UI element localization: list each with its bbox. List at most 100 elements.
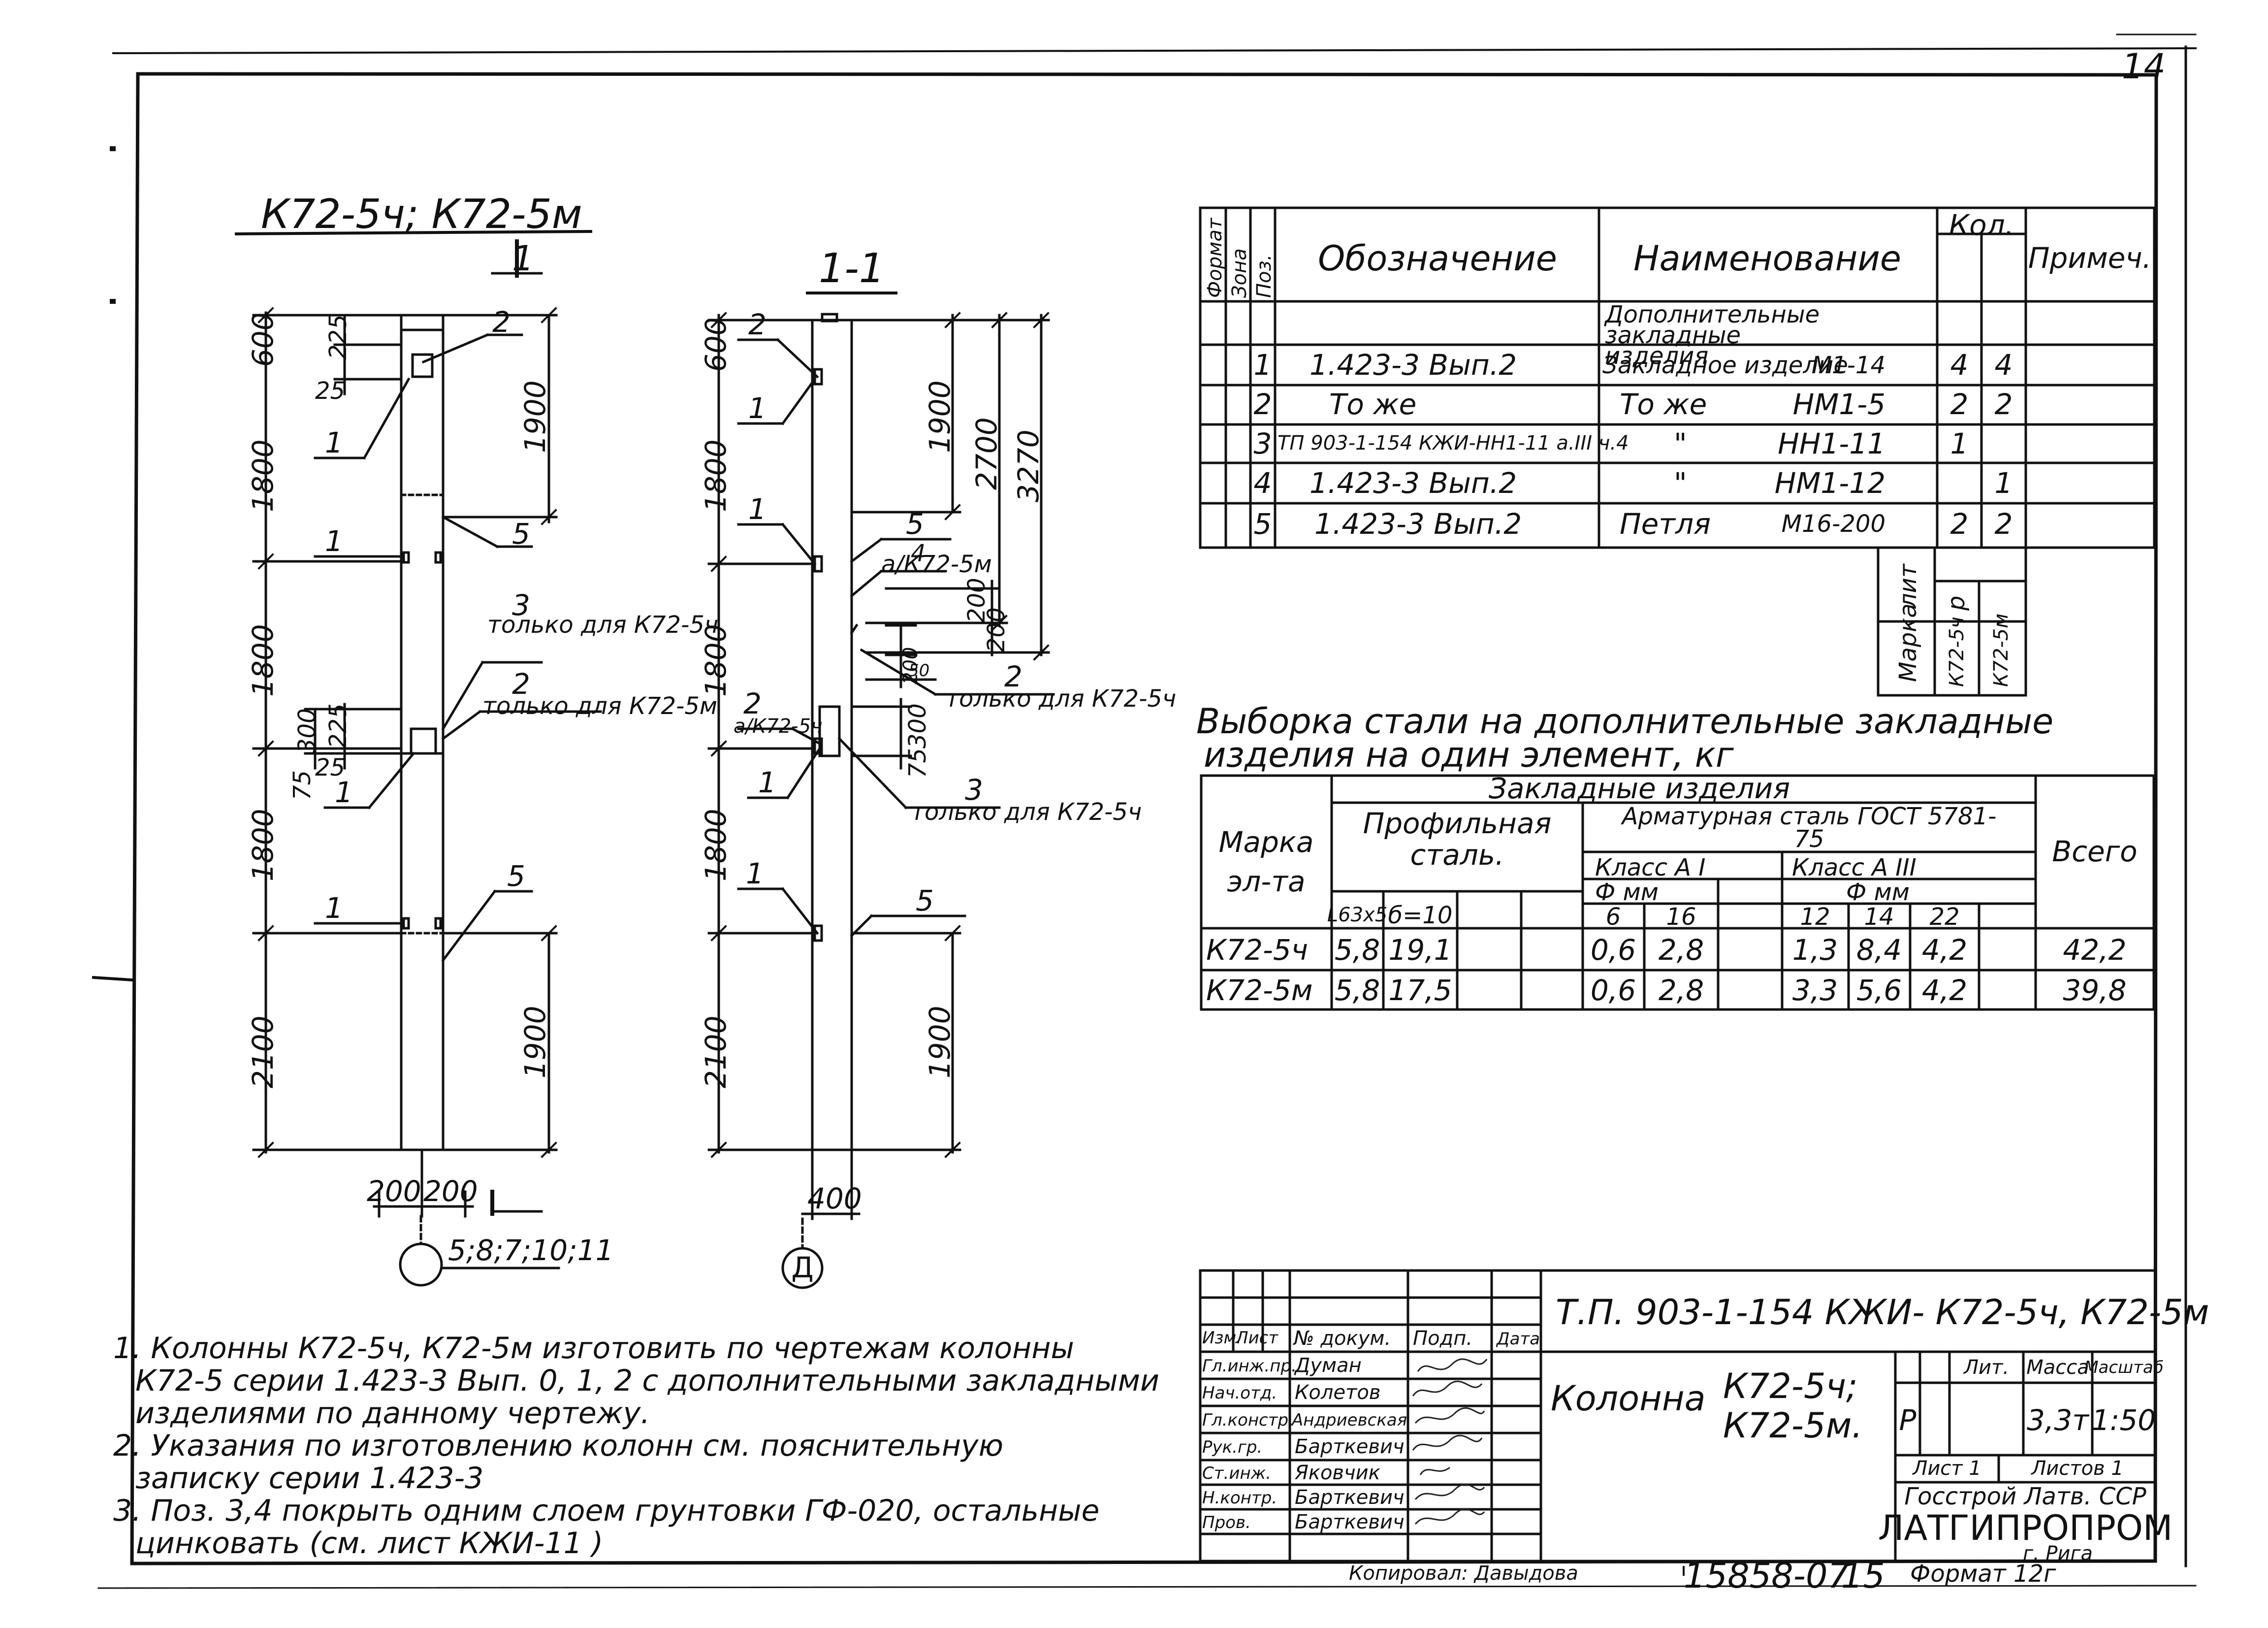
dim-left-1800b: 1800 bbox=[246, 624, 280, 697]
steel-sub-l63: L63x5 bbox=[1327, 904, 1388, 926]
steel-h-embedded: Закладные изделия bbox=[1488, 772, 1790, 805]
spec-sub-m1: К72-5ч bbox=[1946, 617, 1968, 687]
r-note-3-only: только для К72-5ч bbox=[911, 798, 1142, 826]
spec-sub-lit: лит bbox=[1894, 564, 1922, 608]
dim-r-300: 300 bbox=[904, 703, 931, 749]
dim-r-1800c: 1800 bbox=[699, 809, 733, 881]
tb-h-doc: № докум. bbox=[1294, 1327, 1391, 1350]
spec-h-name: Наименование bbox=[1633, 238, 1901, 279]
footer-page: 15 bbox=[1841, 1556, 1885, 1596]
steel-sub-16: 16 bbox=[1666, 903, 1696, 931]
r-note-a-k72-5m: а/К72-5м bbox=[881, 551, 992, 578]
dim-r-1800a: 1800 bbox=[699, 439, 733, 512]
dim-left-1800a: 1800 bbox=[246, 439, 280, 512]
dim-small-300: 300 bbox=[293, 708, 321, 753]
dim-small-75: 75 bbox=[288, 770, 316, 800]
steel-h-dia2: Ф мм bbox=[1846, 879, 1910, 906]
axis-d: Д bbox=[791, 1251, 814, 1284]
r-note-a-k72-5ch: а/К72-5ч bbox=[734, 715, 823, 738]
r-callout-4: 4 bbox=[911, 540, 926, 567]
steel-h-dia1: Ф мм bbox=[1595, 879, 1659, 906]
dim-bottom-200a: 200 bbox=[367, 1174, 421, 1208]
r-callout-5: 5 bbox=[906, 507, 924, 541]
steel-sub-12: 12 bbox=[1800, 903, 1830, 931]
spec-h-note: Примеч. bbox=[2028, 241, 2152, 275]
dim-r-2100: 2100 bbox=[699, 1015, 733, 1088]
dim-left-1800c: 1800 bbox=[246, 809, 280, 881]
r-callout-1: 1 bbox=[748, 391, 767, 425]
dim-right-1900b: 1900 bbox=[518, 1006, 552, 1078]
dim-left-2100: 2100 bbox=[246, 1015, 280, 1088]
dim-r-3270: 3270 bbox=[1012, 429, 1045, 502]
steel-h-a1: Класс А I bbox=[1595, 854, 1706, 881]
tb-mass: 3,3т bbox=[2026, 1403, 2089, 1437]
dim-right-1900a: 1900 bbox=[518, 380, 552, 453]
r-callout-2b: 2 bbox=[1004, 660, 1022, 693]
steel-sub-b10: б=10 bbox=[1388, 902, 1453, 929]
tb-h-scale: Масштаб bbox=[2084, 1358, 2164, 1377]
dim-r-1900a: 1900 bbox=[923, 380, 957, 453]
r-callout-1b: 1 bbox=[748, 492, 767, 526]
callout-5: 5 bbox=[512, 517, 530, 551]
tb-org-1: Госстрой Латв. ССР bbox=[1904, 1483, 2146, 1510]
steel-h-total: Всего bbox=[2052, 835, 2138, 868]
steel-h-rebar: Арматурная сталь ГОСТ 5781-75 bbox=[1622, 803, 1997, 853]
callout-3: 3 bbox=[512, 588, 530, 622]
dim-small-225b: 225 bbox=[324, 703, 352, 749]
tb-h-list: Лист bbox=[1236, 1328, 1278, 1348]
r-note-only-k72-5ch: только для К72-5ч bbox=[945, 685, 1177, 713]
spec-group: Дополнительные закладные изделия bbox=[1605, 301, 1820, 370]
r-callout-1c: 1 bbox=[758, 766, 776, 799]
r-callout-5b: 5 bbox=[916, 884, 934, 917]
tb-name-2: К72-5м. bbox=[1723, 1405, 1863, 1446]
spec-h-zone: Зона bbox=[1228, 248, 1251, 298]
dim-r-200b: 200 bbox=[983, 607, 1010, 652]
callout-2b: 2 bbox=[512, 667, 530, 701]
spec-h-pos: Поз. bbox=[1253, 254, 1276, 298]
spec-sub-marka: Марка bbox=[1894, 603, 1922, 682]
callout-2: 2 bbox=[492, 305, 511, 339]
tb-org-2: ЛАТГИПРОПРОМ bbox=[1878, 1508, 2173, 1548]
r-callout-1d: 1 bbox=[746, 857, 764, 890]
dim-small-25b: 25 bbox=[315, 754, 346, 781]
tb-h-mass: Масса bbox=[2026, 1356, 2089, 1379]
spec-h-designation: Обозначение bbox=[1318, 238, 1557, 279]
dim-r-2700: 2700 bbox=[970, 417, 1003, 490]
steel-title-1: Выборка стали на дополнительные закладны… bbox=[1196, 701, 2054, 742]
tb-name-1: К72-5ч; bbox=[1723, 1366, 1858, 1406]
tb-h-lit: Лит. bbox=[1963, 1356, 2010, 1379]
footer-copied: Копировал: Давыдова bbox=[1349, 1562, 1578, 1585]
dim-r-75: 75 bbox=[904, 748, 931, 778]
dim-small-225a: 225 bbox=[324, 314, 352, 359]
tb-h-izm: Изм. bbox=[1202, 1328, 1242, 1348]
steel-title-2: изделия на один элемент, кг bbox=[1204, 735, 1734, 775]
dim-r-600: 600 bbox=[699, 317, 733, 372]
steel-sub-14: 14 bbox=[1864, 903, 1894, 931]
steel-h-a3: Класс А III bbox=[1792, 854, 1917, 881]
note-only-k72-5m: только для К72-5м bbox=[482, 692, 718, 720]
r-callout-3: 3 bbox=[965, 773, 983, 807]
r-callout-2c: 2 bbox=[743, 687, 762, 720]
tb-sheets: Листов 1 bbox=[2031, 1457, 2124, 1480]
dim-r-400: 400 bbox=[807, 1182, 862, 1215]
tb-code: Т.П. 903-1-154 КЖИ- К72-5ч, К72-5м bbox=[1556, 1292, 2209, 1333]
footer-number: 15858-07 bbox=[1684, 1556, 1850, 1596]
tb-name-label: Колонна bbox=[1551, 1378, 1706, 1419]
steel-h-mark: Марка эл-та bbox=[1218, 825, 1314, 898]
spec-sub-lit-value: р bbox=[1943, 595, 1970, 611]
callout-1d: 1 bbox=[325, 891, 343, 925]
steel-sub-6: 6 bbox=[1605, 903, 1621, 931]
dim-r-1800b: 1800 bbox=[699, 624, 733, 697]
dim-r-1900b: 1900 bbox=[923, 1006, 957, 1078]
section-title: 1-1 bbox=[819, 245, 885, 292]
tb-h-sign: Подп. bbox=[1413, 1327, 1473, 1350]
callout-1c: 1 bbox=[335, 776, 353, 809]
page-number: 14 bbox=[2122, 46, 2166, 87]
tb-lit: Р bbox=[1899, 1403, 1917, 1437]
axis-references: 5;8;7;10;11 bbox=[448, 1234, 614, 1267]
spec-sub-m2: К72-5м bbox=[1990, 613, 2012, 687]
callout-1b: 1 bbox=[325, 524, 343, 558]
note-only-k72-5ch: только для К72-5ч bbox=[487, 611, 719, 639]
